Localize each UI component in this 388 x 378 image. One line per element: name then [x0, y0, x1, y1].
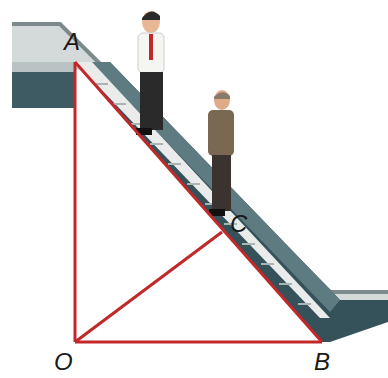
- point-label: B: [314, 350, 330, 374]
- point-label: C: [230, 212, 247, 236]
- red-triangle: [75, 62, 322, 342]
- steps: [75, 62, 330, 318]
- balustrade: [12, 24, 388, 322]
- man-brown-jacket: [208, 90, 234, 216]
- escalator-body: [75, 62, 388, 342]
- landing-side: [12, 70, 75, 108]
- point-label: A: [64, 30, 80, 54]
- point-label: O: [54, 350, 73, 374]
- escalator-face: [90, 62, 340, 312]
- step-lines: [95, 84, 311, 304]
- landing-top: [12, 62, 76, 72]
- man-white-shirt: [136, 11, 164, 135]
